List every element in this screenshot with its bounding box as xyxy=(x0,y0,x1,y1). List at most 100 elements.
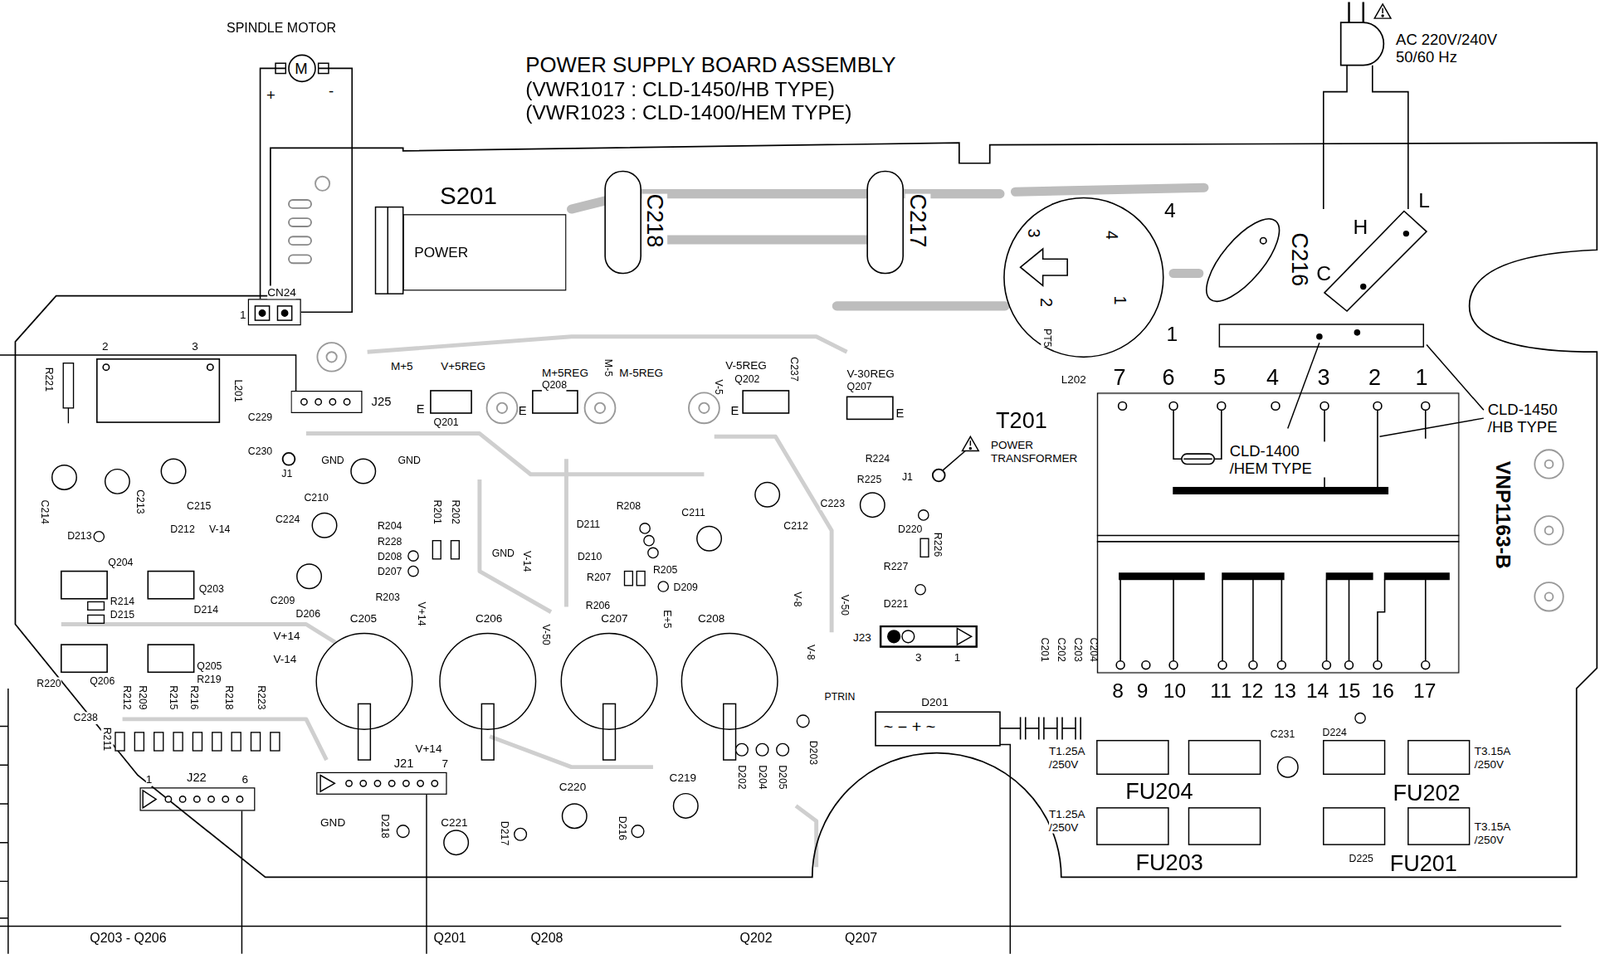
transformer-winding xyxy=(1277,661,1286,670)
component-label: V-5REG xyxy=(725,359,767,373)
connector: CN24 xyxy=(248,298,302,326)
diode xyxy=(918,510,929,521)
component-label: R209 xyxy=(136,685,149,710)
leader-line xyxy=(1287,342,1320,429)
copper-trace xyxy=(714,436,832,633)
part-text: POWER TRANSFORMER xyxy=(990,439,1093,465)
component-label: D209 xyxy=(673,581,698,594)
pin-number: 11 xyxy=(1209,679,1232,703)
component-label: C212 xyxy=(783,520,808,532)
component-label: C201 xyxy=(1039,638,1051,663)
pin-number: 3 xyxy=(915,650,922,664)
part-text: L xyxy=(1418,188,1430,212)
resistor xyxy=(134,732,144,752)
component-label: R212 xyxy=(121,685,133,710)
transformer-winding xyxy=(1222,573,1284,580)
transistor xyxy=(147,644,194,673)
component-label: Q201 xyxy=(434,416,459,429)
transformer-winding xyxy=(1320,401,1329,410)
pin-number: 2 xyxy=(102,339,109,353)
component-label: C202 xyxy=(1055,638,1068,663)
plug-prong xyxy=(1347,1,1350,23)
transformer-winding xyxy=(1169,661,1178,670)
component-label: C230 xyxy=(248,445,273,458)
warning-symbol xyxy=(1381,8,1383,14)
electrolytic-capacitor xyxy=(562,804,588,830)
component-label: D221 xyxy=(883,598,908,610)
transformer-winding xyxy=(1141,661,1151,670)
component-label: C219 xyxy=(669,771,697,786)
component-label: C206 xyxy=(475,612,503,626)
pin-number: 4 xyxy=(1101,230,1121,240)
electrolytic-capacitor xyxy=(316,634,413,731)
pin-number: 16 xyxy=(1371,679,1395,703)
electrolytic-capacitor xyxy=(297,564,322,590)
component-label: R211 xyxy=(101,727,113,752)
resistor xyxy=(450,541,459,560)
component-label: D212 xyxy=(170,523,195,536)
connector: J25 xyxy=(290,390,362,414)
fuse xyxy=(1097,808,1169,845)
mounting-hole xyxy=(698,403,709,414)
component-label: C204 xyxy=(1087,638,1100,663)
pin-number: 3 xyxy=(1024,228,1044,238)
filter-capacitor xyxy=(1194,208,1292,313)
connector: J21 xyxy=(316,772,447,796)
component-label: R205 xyxy=(653,564,678,576)
pin-number: 2 xyxy=(1036,297,1056,308)
motor-symbol: SPINDLE MOTORM xyxy=(285,53,318,83)
component-label: D214 xyxy=(194,604,219,616)
component-label: D202 xyxy=(736,765,748,790)
board-slot xyxy=(288,218,312,227)
component-label: R208 xyxy=(616,500,641,513)
component-label: D210 xyxy=(577,551,602,563)
component-label: GND xyxy=(321,454,344,467)
component-label: E+5 xyxy=(661,609,674,629)
wire xyxy=(301,68,352,313)
resistor xyxy=(115,732,125,752)
warning-symbol xyxy=(962,436,980,451)
power-switch: S201POWER xyxy=(403,214,567,291)
copper-trace xyxy=(489,736,654,768)
component-label: M-5REG xyxy=(619,365,664,380)
mounting-hole xyxy=(326,351,337,362)
pin-number: 13 xyxy=(1273,679,1297,703)
transistor xyxy=(61,390,893,673)
connector-pin xyxy=(374,780,381,787)
component-label: Q204 xyxy=(107,556,133,569)
selector-strip xyxy=(1219,324,1424,347)
transformer-winding xyxy=(1097,401,1460,669)
component-label: C221 xyxy=(440,816,468,830)
resistor xyxy=(63,363,74,409)
connector: J22 xyxy=(139,787,255,811)
transformer-winding xyxy=(1373,661,1382,670)
component-label: C211 xyxy=(681,507,705,519)
pin-number: 5 xyxy=(1213,364,1226,391)
wire xyxy=(260,68,287,299)
component-label: R204 xyxy=(377,520,402,532)
component-label: C215 xyxy=(186,500,211,513)
capacitor-symbol xyxy=(1025,727,1040,730)
transformer-winding xyxy=(1345,661,1354,670)
component-label: J1 xyxy=(281,468,293,480)
component-label: V-14 xyxy=(521,551,533,572)
fuse xyxy=(1323,808,1386,845)
component-label: Q203 xyxy=(199,583,225,596)
connector-key xyxy=(956,628,971,645)
copper-trace xyxy=(479,479,552,613)
transformer-winding xyxy=(1116,661,1125,670)
component-label: D201 xyxy=(921,696,948,710)
fuse xyxy=(1408,808,1470,845)
capacitor-symbol xyxy=(1019,717,1022,740)
part-name: J23 xyxy=(853,631,872,645)
leader-line xyxy=(1379,418,1483,437)
diode xyxy=(915,585,926,596)
capacitor-symbol xyxy=(1079,717,1082,740)
mounting-hole xyxy=(497,403,508,414)
component-label: C208 xyxy=(697,612,725,626)
component-label: E xyxy=(416,403,425,418)
component-label: CLD-1450 /HB TYPE xyxy=(1487,400,1570,436)
electrolytic-capacitor xyxy=(105,469,131,495)
fuse xyxy=(1188,741,1260,776)
component-label: R203 xyxy=(375,591,400,604)
